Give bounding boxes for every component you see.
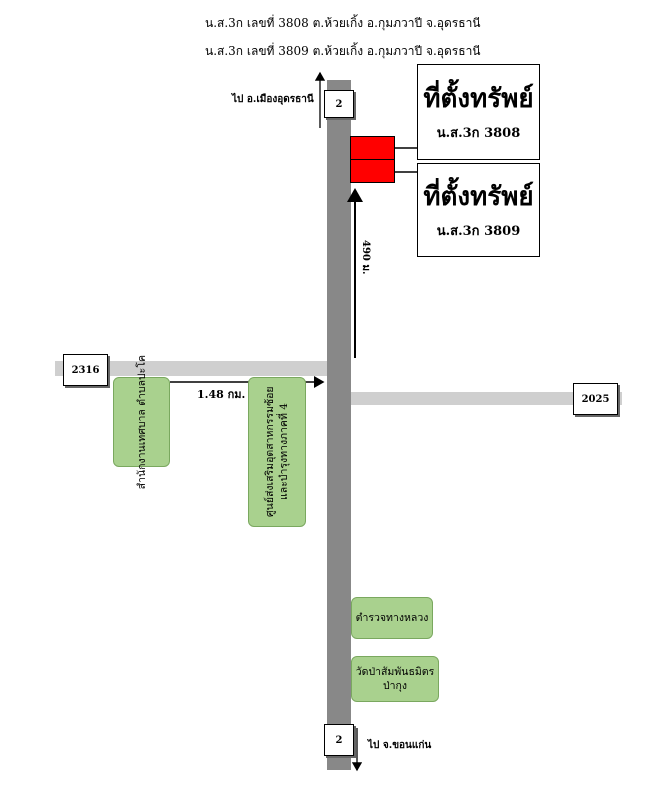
road-2316 <box>55 361 327 376</box>
property-title: ที่ตั้งทรัพย์ <box>423 83 534 114</box>
header-line-2: น.ส.3ก เลขที่ 3809 ต.ห้วยเกิ้ง อ.กุมภวาป… <box>205 44 481 58</box>
direction-south: ไป จ.ขอนแก่น <box>368 740 432 751</box>
landmark-agri-center: ศูนย์ส่งเสริมอุตสาหกรรมซ้อย และบำรุงทางภ… <box>248 377 306 527</box>
property-title: ที่ตั้งทรัพย์ <box>423 181 534 212</box>
property-label-3808: ที่ตั้งทรัพย์ น.ส.3ก 3808 <box>417 64 540 160</box>
property-deed: น.ส.3ก 3809 <box>436 223 521 239</box>
distance-148-label: 1.48 กม. <box>197 388 246 401</box>
plot-3809 <box>350 159 395 183</box>
road-number-2025: 2025 <box>573 383 618 415</box>
direction-north: ไป อ.เมืองอุดรธานี <box>232 94 314 105</box>
landmark-agri-center-label: ศูนย์ส่งเสริมอุตสาหกรรมซ้อย และบำรุงทางภ… <box>264 386 290 518</box>
distance-490-label: 490 ม. <box>360 240 371 275</box>
landmark-municipal-office-label: สำนักงานเทศบาล ตำบลปะโค <box>135 354 148 490</box>
road-number-bottom: 2 <box>324 724 354 756</box>
property-label-3809: ที่ตั้งทรัพย์ น.ส.3ก 3809 <box>417 163 540 257</box>
road-2025 <box>350 392 622 405</box>
header-line-1: น.ส.3ก เลขที่ 3808 ต.ห้วยเกิ้ง อ.กุมภวาป… <box>205 16 481 30</box>
road-number-top: 2 <box>324 90 354 118</box>
landmark-temple: วัดป่าสัมพันธมิตร ป่ากุง <box>351 656 439 702</box>
landmark-municipal-office: สำนักงานเทศบาล ตำบลปะโค <box>113 355 170 489</box>
property-deed: น.ส.3ก 3808 <box>436 125 521 141</box>
plot-3808 <box>350 136 395 161</box>
landmark-highway-police: ตำรวจทางหลวง <box>351 597 433 639</box>
road-number-2316: 2316 <box>63 354 108 386</box>
